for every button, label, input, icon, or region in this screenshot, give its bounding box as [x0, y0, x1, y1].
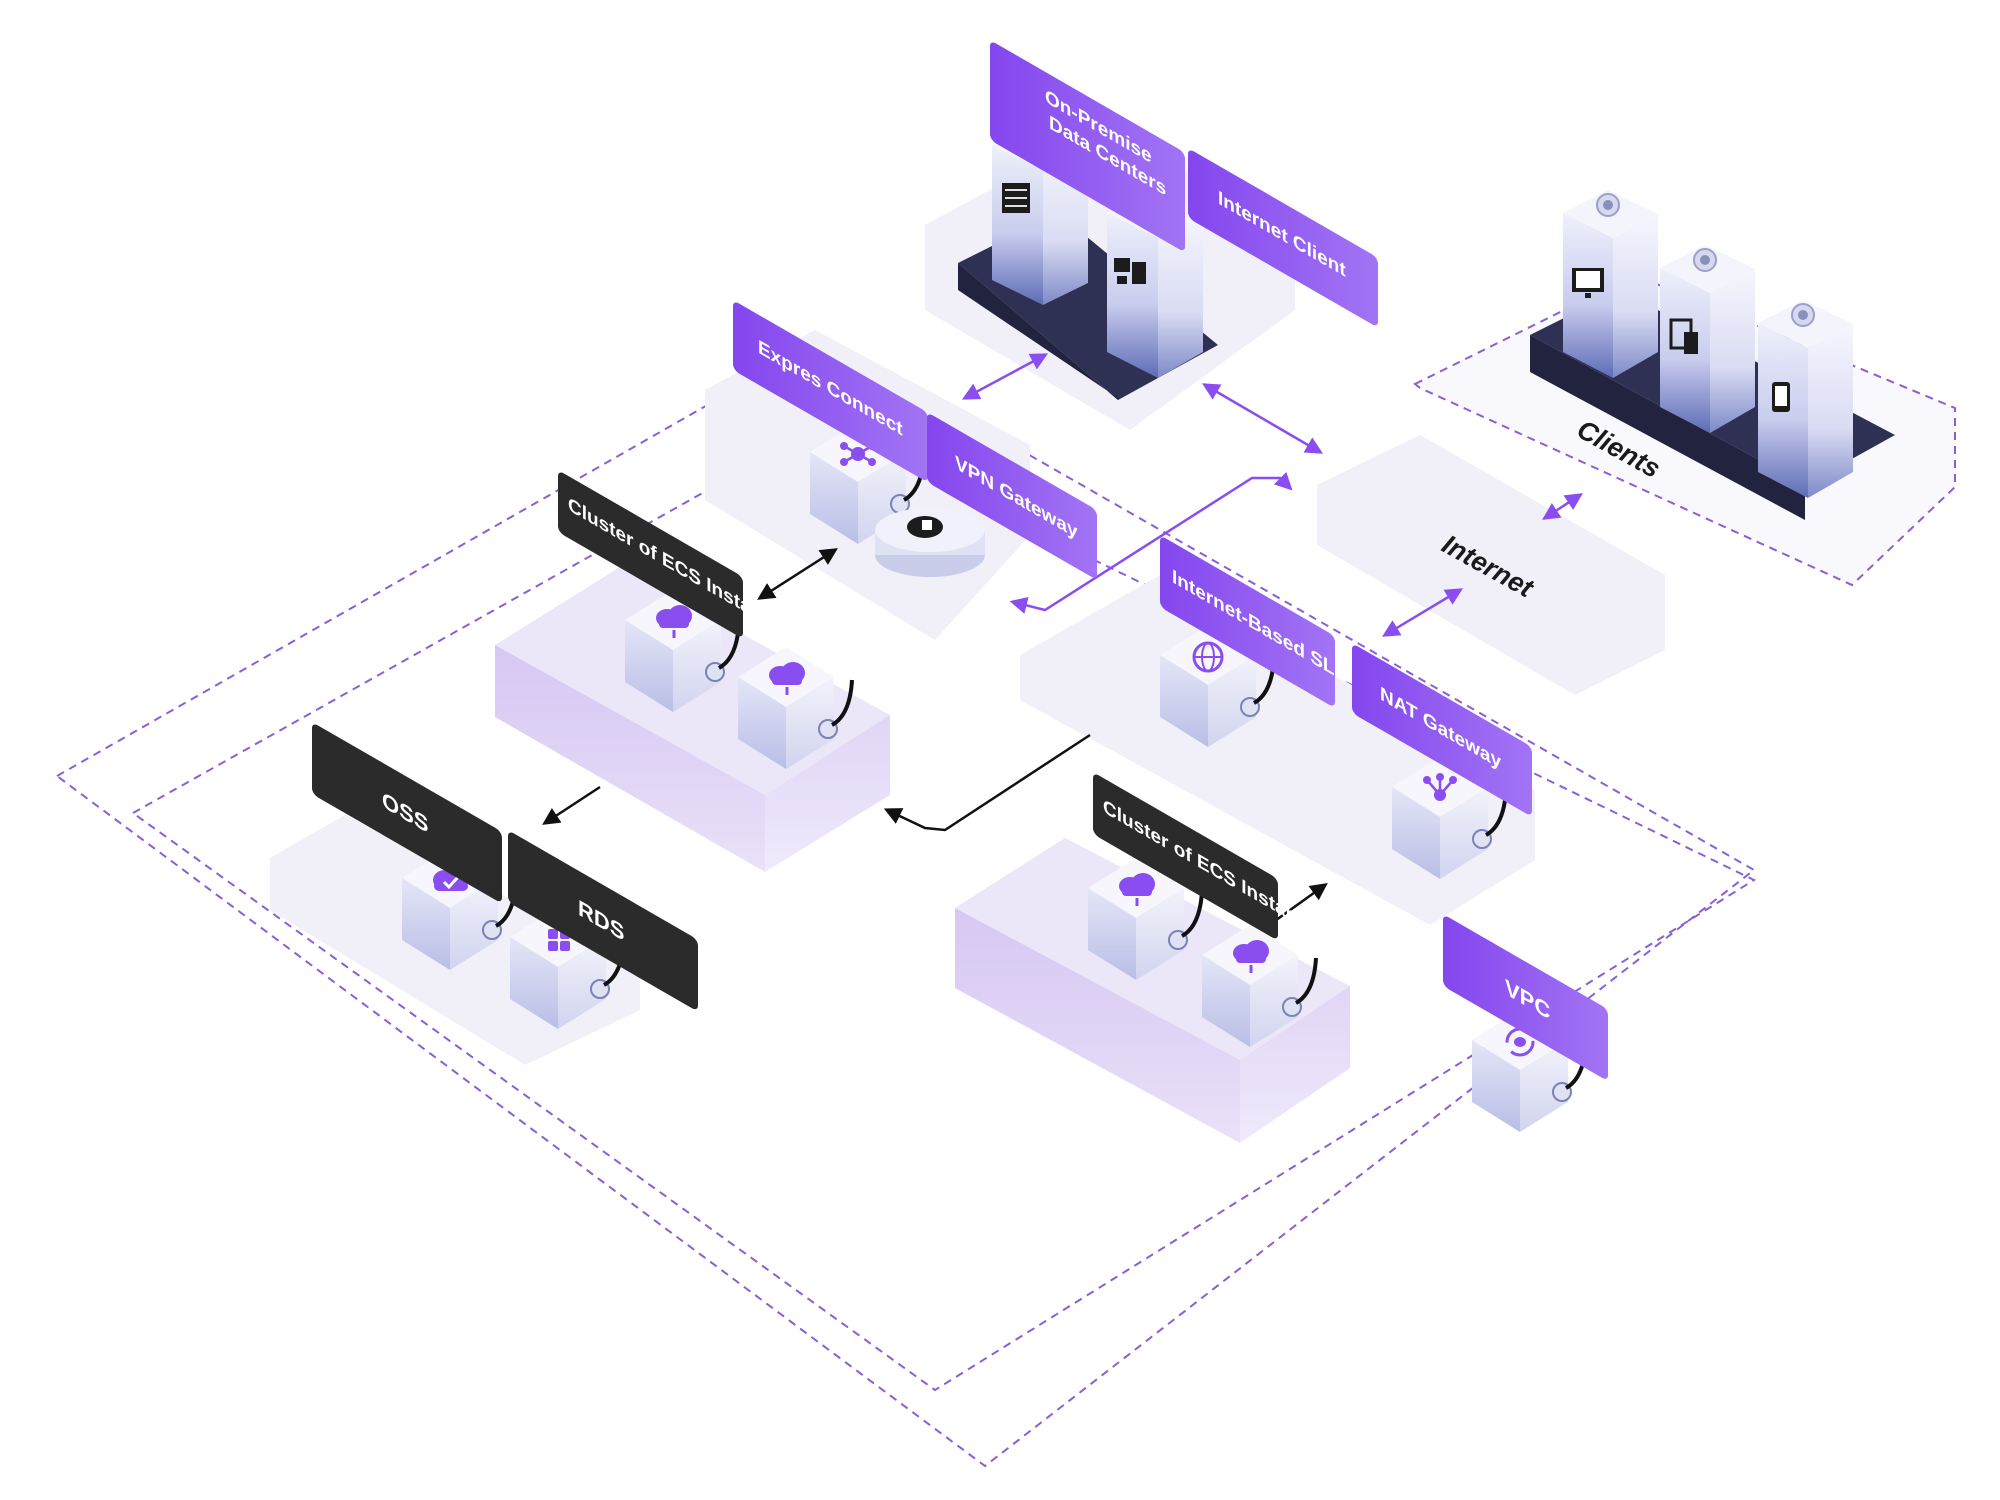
link-express-cluster1: [757, 548, 838, 600]
link-slb-cluster1: [883, 733, 1091, 832]
link-onprem-internet: [1201, 383, 1324, 454]
link-onprem-express: [961, 353, 1049, 400]
tag-vpc: VPC: [1443, 916, 1608, 1079]
vpc-boundary-inner: [131, 425, 1757, 1392]
cloud-server-icon: [1119, 873, 1155, 906]
link-clients-internet: [1542, 493, 1583, 520]
cloud-server-icon: [1233, 940, 1269, 973]
rds-cube: [510, 907, 626, 1029]
devices-icon: [1669, 318, 1698, 354]
ecs-cube-2a: [1088, 858, 1204, 980]
tower-clients-2: [1660, 245, 1755, 433]
globe-balancer-icon: [1192, 641, 1224, 673]
vpc-cube: [1472, 1010, 1588, 1132]
tag-oss: OSS: [312, 724, 502, 902]
cloud-server-icon: [769, 662, 805, 695]
tower-clients-1: [1563, 190, 1658, 378]
platform-internet: [1317, 435, 1665, 695]
gateway-lock-icon: [907, 516, 943, 538]
tag-rds: RDS: [508, 832, 698, 1010]
cloud-server-icon: [656, 605, 692, 638]
server-rack-icon: [1002, 183, 1030, 213]
phone-icon: [1772, 382, 1790, 412]
link-internet-vpn: [1009, 471, 1293, 614]
ecs-cube-2b: [1202, 925, 1318, 1047]
ecs-cube-1b: [738, 647, 854, 769]
nat-network-icon: [1423, 773, 1457, 801]
link-cluster1-oss: [542, 785, 601, 825]
slb-cube: [1160, 625, 1276, 747]
workstation-icon: [1114, 258, 1146, 284]
monitor-icon: [1572, 268, 1604, 298]
link-internet-nat: [1381, 588, 1464, 637]
